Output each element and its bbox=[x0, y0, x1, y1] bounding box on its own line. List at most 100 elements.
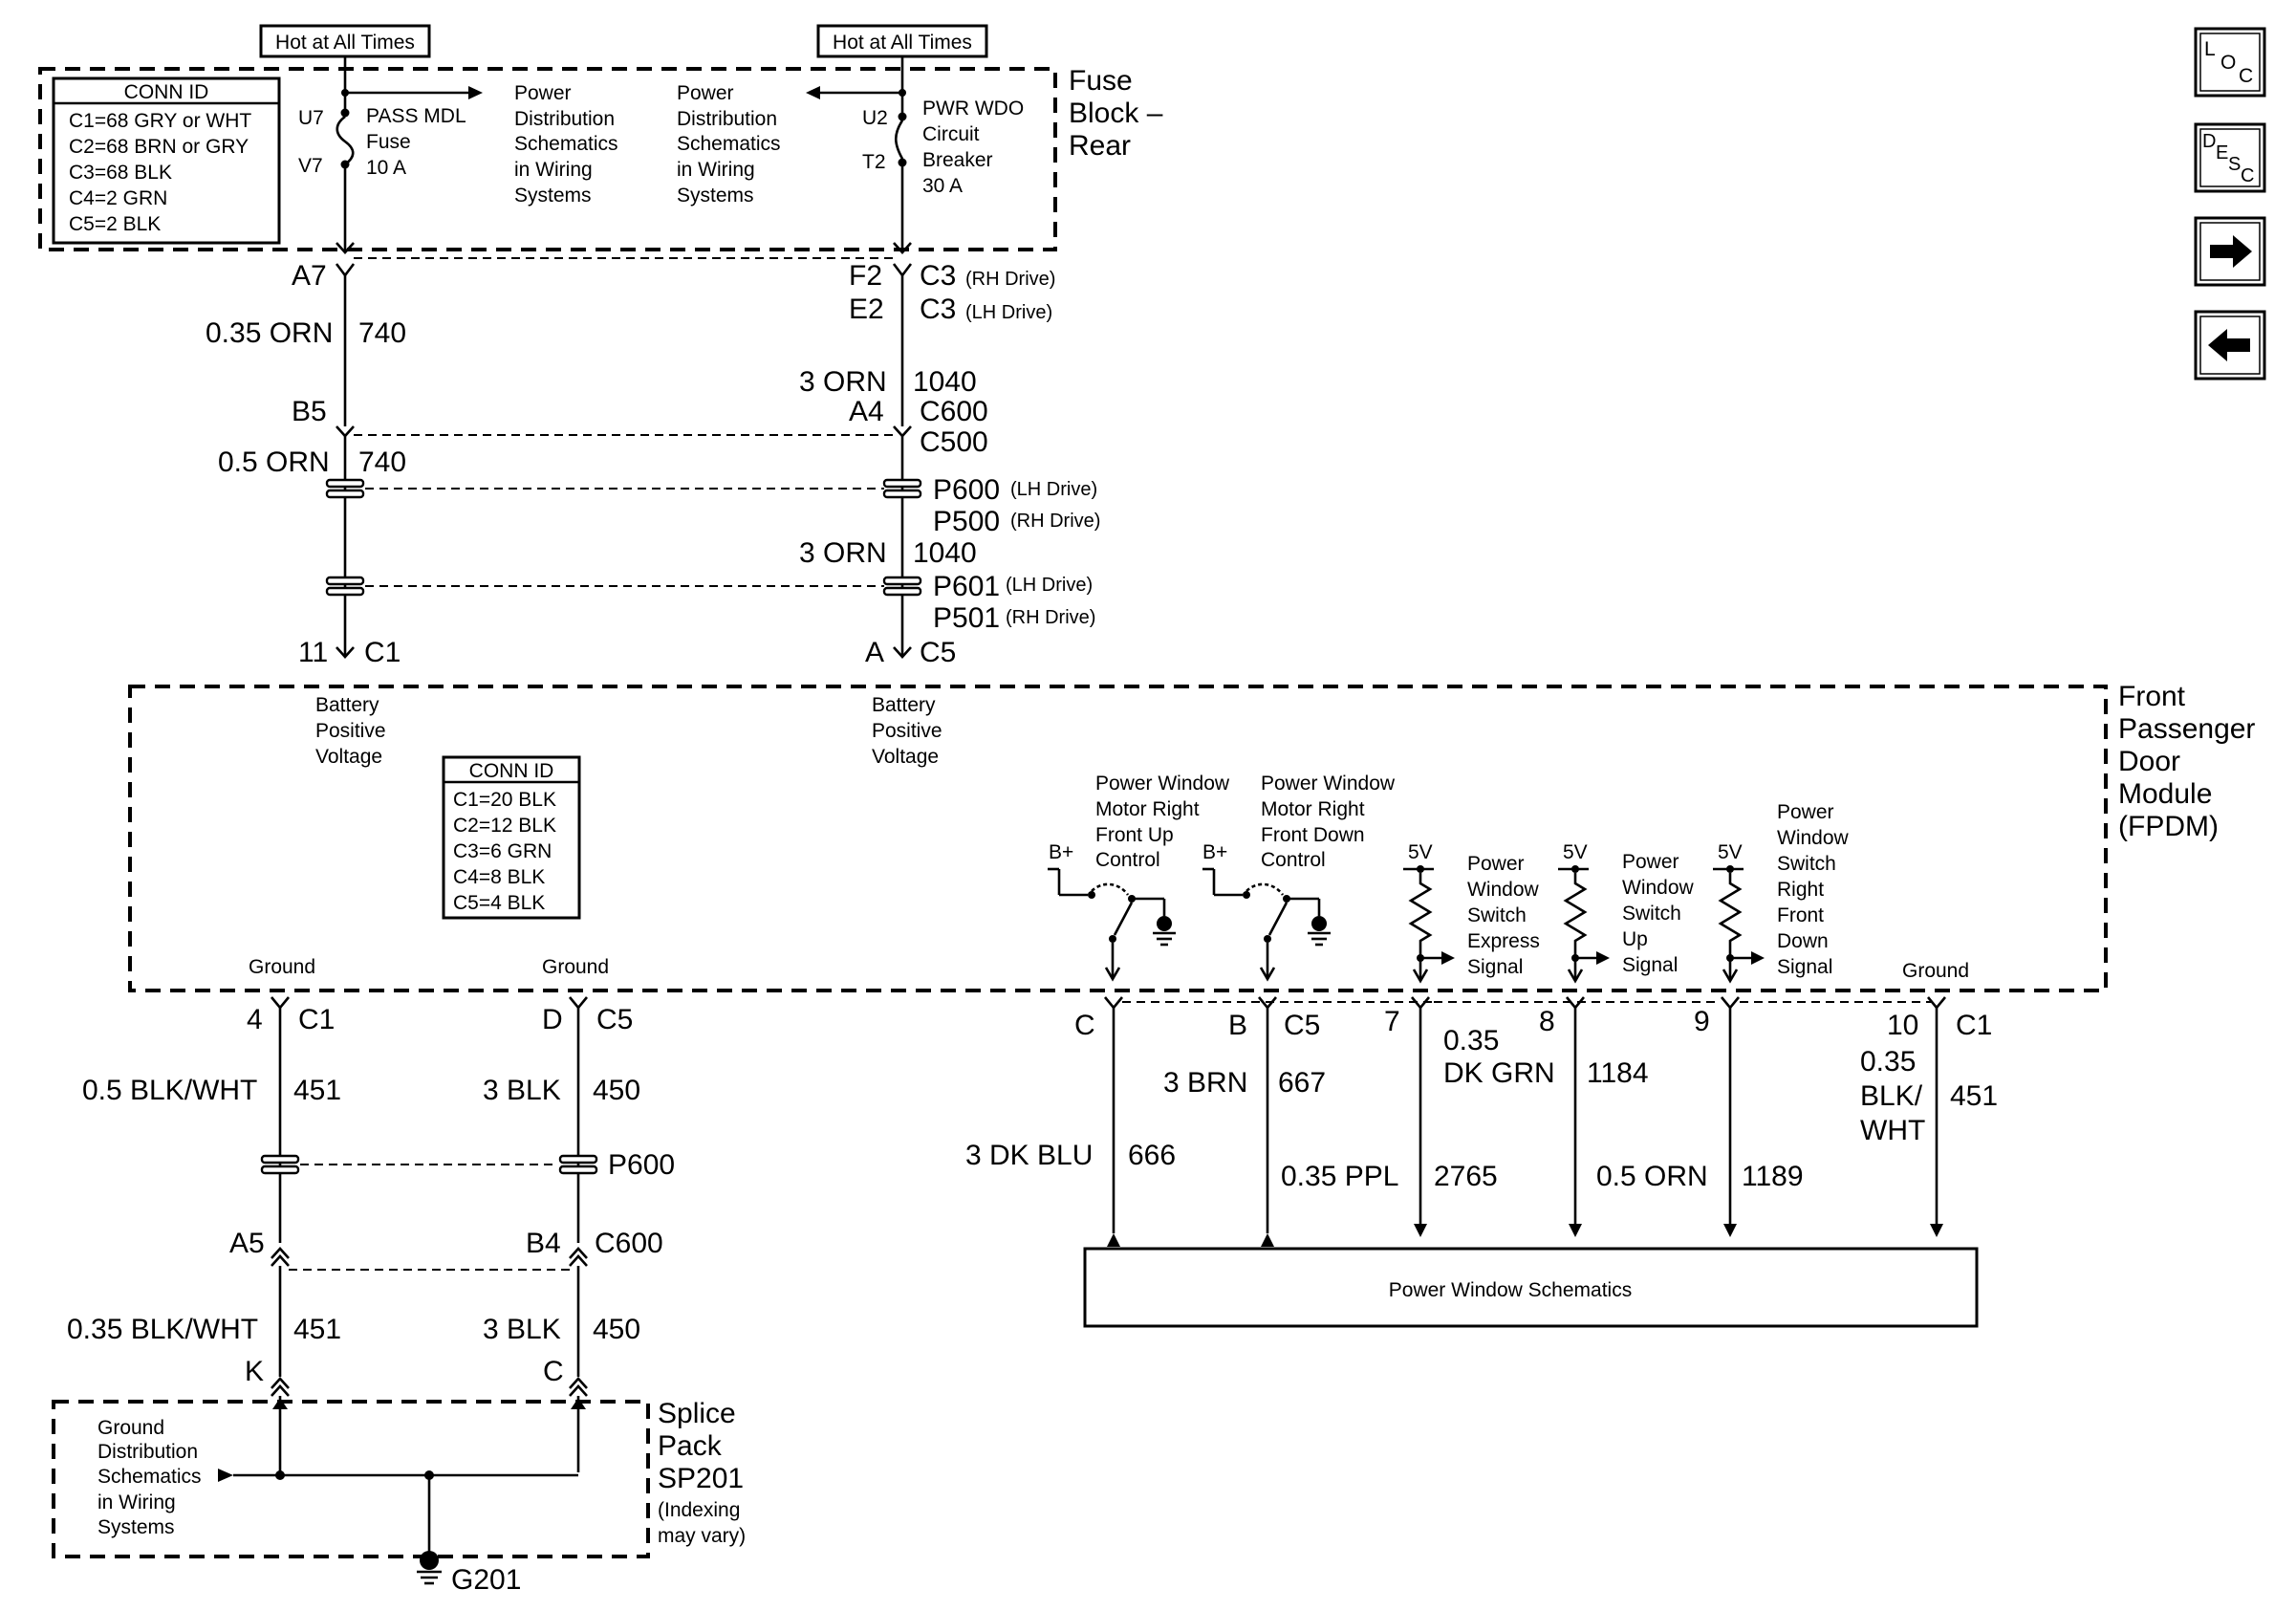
svg-text:(Indexing: (Indexing bbox=[658, 1499, 740, 1521]
svg-text:C: C bbox=[2239, 65, 2253, 87]
svg-text:Hot at All Times: Hot at All Times bbox=[275, 32, 415, 54]
w666-size: 3 DK BLU bbox=[965, 1140, 1093, 1171]
svg-text:Voltage: Voltage bbox=[872, 746, 939, 768]
svg-text:Schematics: Schematics bbox=[677, 133, 781, 155]
svg-text:Motor Right: Motor Right bbox=[1095, 798, 1200, 820]
sw-express-signal: 5V Power Window Switch Express Signal bbox=[1403, 841, 1540, 984]
svg-text:Power: Power bbox=[514, 82, 572, 104]
svg-text:may vary): may vary) bbox=[658, 1525, 746, 1547]
svg-text:SP201: SP201 bbox=[658, 1463, 744, 1494]
power-window-schematics-box[interactable]: Power Window Schematics bbox=[1083, 1247, 1979, 1328]
svg-text:PASS MDL: PASS MDL bbox=[366, 105, 466, 127]
pin-a4: A4 bbox=[849, 396, 884, 427]
svg-text:C4=2 GRN: C4=2 GRN bbox=[69, 187, 167, 209]
wire-667 bbox=[1257, 996, 1278, 1247]
svg-text:Positive: Positive bbox=[315, 720, 386, 742]
svg-text:C2=68 BRN or GRY: C2=68 BRN or GRY bbox=[69, 136, 249, 158]
svg-text:(FPDM): (FPDM) bbox=[2118, 811, 2219, 842]
svg-text:C4=8 BLK: C4=8 BLK bbox=[453, 866, 545, 888]
svg-text:Schematics: Schematics bbox=[514, 133, 618, 155]
sw-up-signal: 5V Power Window Switch Up Signal bbox=[1558, 841, 1695, 984]
right-arrow-icon bbox=[2210, 235, 2252, 268]
wire-666 bbox=[1103, 996, 1124, 1247]
loc-button[interactable]: L O C bbox=[2194, 27, 2266, 98]
pin-a: A bbox=[865, 637, 884, 668]
pin-c: C bbox=[1074, 1010, 1095, 1041]
wire-1189 bbox=[1720, 996, 1741, 1237]
pass-mdl-fuse: U7 V7 PASS MDL Fuse 10 A bbox=[298, 56, 483, 254]
p501-label: P501 bbox=[933, 602, 1000, 634]
svg-text:C5=4 BLK: C5=4 BLK bbox=[453, 892, 545, 914]
svg-text:Block –: Block – bbox=[1069, 98, 1163, 129]
svg-text:T2: T2 bbox=[862, 151, 886, 173]
hot-label-right: Hot at All Times bbox=[816, 24, 988, 58]
c500-label: C500 bbox=[920, 426, 988, 458]
w740b-size: 0.5 ORN bbox=[218, 446, 330, 478]
pin-f2: F2 bbox=[849, 260, 882, 292]
fuse-block-outline bbox=[38, 67, 1057, 251]
svg-text:Power: Power bbox=[677, 82, 734, 104]
w667-size: 3 BRN bbox=[1163, 1067, 1247, 1099]
svg-text:Window: Window bbox=[1467, 879, 1540, 901]
splice-bus bbox=[233, 1470, 578, 1557]
svg-text:Distribution: Distribution bbox=[677, 108, 777, 130]
svg-text:Front: Front bbox=[2118, 681, 2186, 712]
svg-text:Distribution: Distribution bbox=[514, 108, 615, 130]
c3-rh: C3 bbox=[920, 260, 956, 292]
svg-text:Voltage: Voltage bbox=[315, 746, 382, 768]
pin-11: 11 bbox=[298, 637, 328, 668]
svg-text:in Wiring: in Wiring bbox=[514, 159, 593, 181]
svg-text:Ground: Ground bbox=[97, 1417, 164, 1439]
svg-text:Systems: Systems bbox=[97, 1516, 175, 1538]
w666-num: 666 bbox=[1128, 1140, 1176, 1171]
svg-text:C2=12 BLK: C2=12 BLK bbox=[453, 815, 556, 837]
svg-text:O: O bbox=[2220, 52, 2236, 74]
pin-d: D bbox=[542, 1004, 563, 1035]
svg-text:Right: Right bbox=[1777, 879, 1824, 901]
wire-451-c1 bbox=[1926, 996, 1947, 1237]
svg-text:Power Window: Power Window bbox=[1261, 773, 1396, 795]
svg-text:C3=68 BLK: C3=68 BLK bbox=[69, 162, 172, 184]
svg-text:Control: Control bbox=[1095, 849, 1160, 871]
svg-text:Hot at All Times: Hot at All Times bbox=[833, 32, 972, 54]
svg-text:C1=20 BLK: C1=20 BLK bbox=[453, 789, 556, 811]
w2765-num: 2765 bbox=[1434, 1161, 1498, 1192]
p600-low-label: P600 bbox=[608, 1149, 675, 1181]
w1184-size-2: DK GRN bbox=[1443, 1057, 1555, 1089]
svg-text:Schematics: Schematics bbox=[97, 1466, 202, 1488]
pin-e2: E2 bbox=[849, 294, 884, 325]
w1040b-size: 3 ORN bbox=[799, 537, 887, 569]
fuse-block-label: Fuse Block – Rear bbox=[1069, 65, 1163, 162]
svg-text:Down: Down bbox=[1777, 930, 1829, 952]
svg-text:5V: 5V bbox=[1563, 841, 1588, 863]
pwr-wdo-breaker: U2 T2 PWR WDO Circuit Breaker 30 A bbox=[806, 56, 1024, 254]
c5-b: C5 bbox=[1284, 1010, 1320, 1041]
svg-text:C5=2 BLK: C5=2 BLK bbox=[69, 213, 161, 235]
w450b-size: 3 BLK bbox=[483, 1314, 561, 1345]
svg-text:G201: G201 bbox=[451, 1564, 521, 1596]
svg-text:E: E bbox=[2216, 142, 2228, 163]
w451c-num: 451 bbox=[1950, 1080, 1998, 1112]
svg-text:CONN ID: CONN ID bbox=[469, 760, 554, 782]
p500-label: P500 bbox=[933, 506, 1000, 537]
desc-button[interactable]: D E S C bbox=[2194, 122, 2266, 193]
conn-id-table-mid: CONN ID C1=20 BLK C2=12 BLK C3=6 GRN C4=… bbox=[442, 755, 581, 920]
svg-text:Power: Power bbox=[1467, 853, 1525, 875]
w740b-num: 740 bbox=[358, 446, 406, 478]
svg-text:10 A: 10 A bbox=[366, 157, 406, 179]
conn-id-table-top: CONN ID C1=68 GRY or WHT C2=68 BRN or GR… bbox=[52, 76, 281, 245]
w2765-size: 0.35 PPL bbox=[1281, 1161, 1398, 1192]
svg-text:Battery: Battery bbox=[315, 694, 379, 716]
prev-button[interactable] bbox=[2194, 310, 2266, 381]
svg-text:L: L bbox=[2204, 38, 2216, 60]
svg-text:V7: V7 bbox=[298, 155, 323, 177]
next-button[interactable] bbox=[2194, 216, 2266, 287]
wire-740 bbox=[335, 263, 356, 659]
p601-note: (LH Drive) bbox=[1006, 575, 1093, 596]
w451-size: 0.5 BLK/WHT bbox=[82, 1075, 257, 1106]
w1189-size: 0.5 ORN bbox=[1596, 1161, 1708, 1192]
w450-num: 450 bbox=[593, 1075, 640, 1106]
svg-text:CONN ID: CONN ID bbox=[124, 81, 209, 103]
svg-text:U7: U7 bbox=[298, 107, 324, 129]
